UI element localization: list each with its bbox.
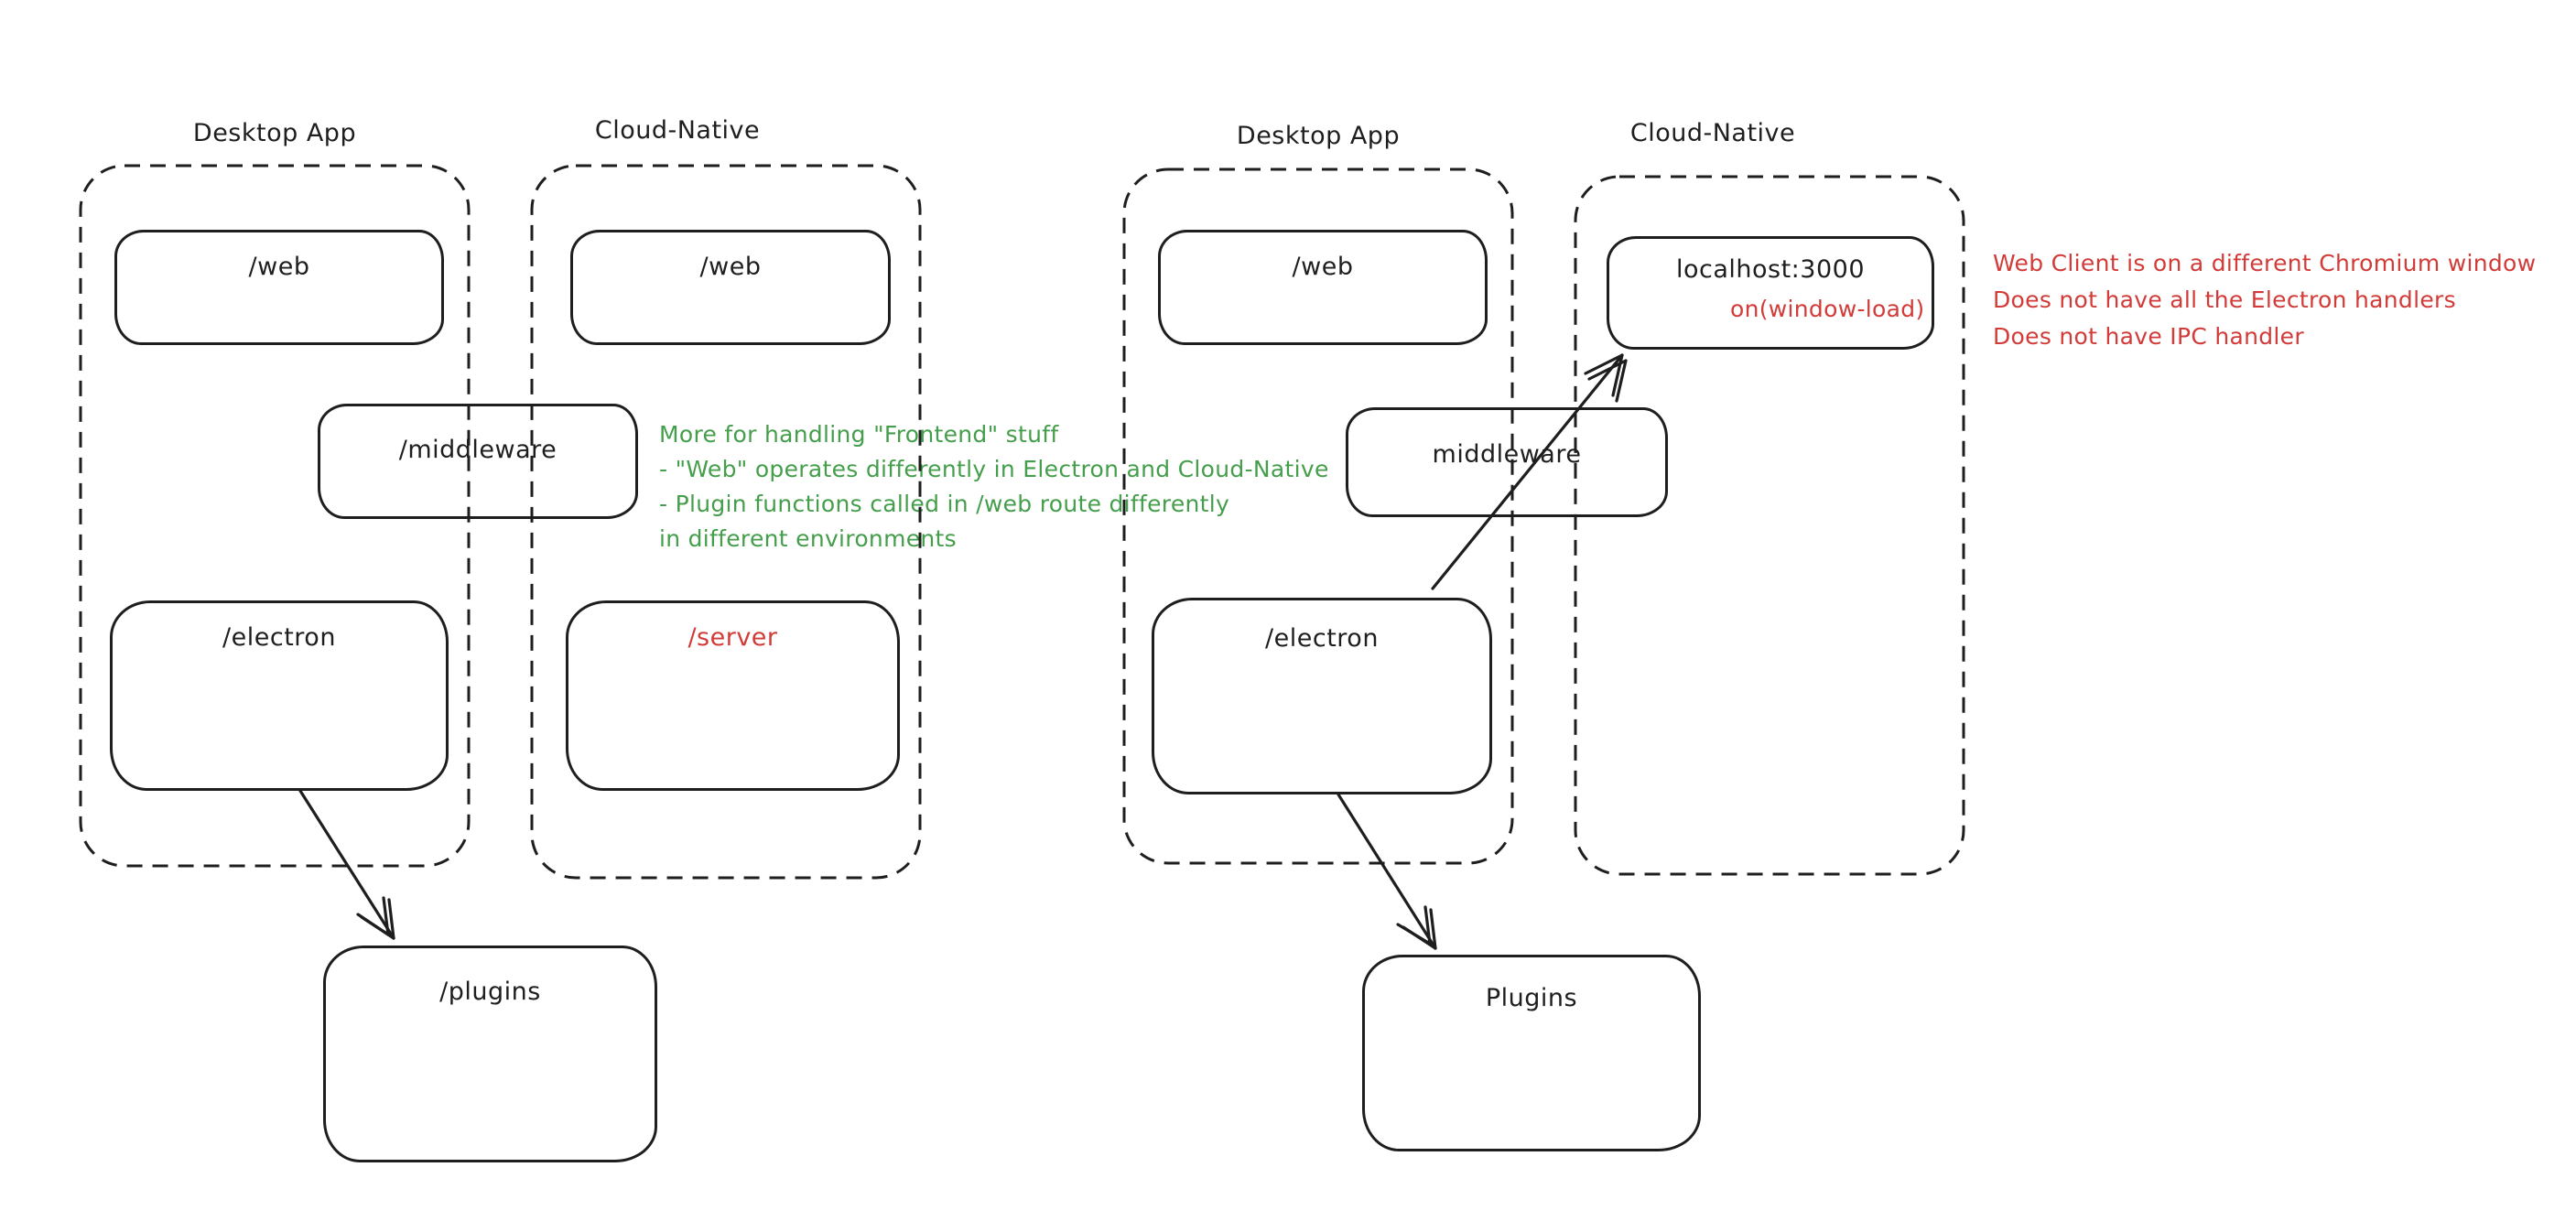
box-label-localhost: localhost:3000 <box>1675 255 1865 284</box>
arrow-electron-to-plugins-left <box>298 789 395 940</box>
green-annotation-line: - Plugin functions called in /web route … <box>659 491 1230 517</box>
left-server-box: /server <box>566 600 900 791</box>
red-annotation-line: Does not have all the Electron handlers <box>1993 286 2456 313</box>
green-annotation: More for handling "Frontend" stuff - "We… <box>659 417 1329 557</box>
box-label-plugins: /plugins <box>439 978 541 1006</box>
left-cloud-web-box: /web <box>570 230 891 345</box>
right-plugins-box: Plugins <box>1362 955 1701 1151</box>
box-label-web: /web <box>1292 253 1354 281</box>
box-label-server: /server <box>687 623 778 652</box>
right-localhost-box: localhost:3000 on(window-load) <box>1607 236 1934 350</box>
right-electron-box: /electron <box>1152 598 1492 794</box>
red-annotation-line: Web Client is on a different Chromium wi… <box>1993 250 2537 276</box>
left-cloud-title: Cloud-Native <box>594 116 761 145</box>
green-annotation-line: - "Web" operates differently in Electron… <box>659 456 1329 482</box>
box-label-electron: /electron <box>1265 624 1379 653</box>
green-annotation-line: in different environments <box>659 525 957 552</box>
left-electron-box: /electron <box>110 600 449 791</box>
right-cloud-title: Cloud-Native <box>1629 119 1796 147</box>
box-label-middleware: middleware <box>1432 440 1582 469</box>
left-middleware-box: /middleware <box>318 404 638 519</box>
box-label-middleware: /middleware <box>398 436 557 464</box>
arrow-electron-to-plugins-right <box>1337 793 1437 950</box>
green-annotation-line: More for handling "Frontend" stuff <box>659 421 1059 448</box>
right-middleware-box: middleware <box>1346 407 1668 517</box>
box-label-plugins: Plugins <box>1485 984 1578 1012</box>
left-desktop-web-box: /web <box>114 230 444 345</box>
right-desktop-web-box: /web <box>1158 230 1488 345</box>
left-plugins-box: /plugins <box>323 946 657 1162</box>
box-label-on-window-load: on(window-load) <box>1730 296 1925 322</box>
left-desktop-title: Desktop App <box>192 119 357 147</box>
box-label-web: /web <box>248 253 310 281</box>
red-annotation: Web Client is on a different Chromium wi… <box>1993 245 2536 355</box>
box-label-web: /web <box>699 253 762 281</box>
red-annotation-line: Does not have IPC handler <box>1993 323 2304 350</box>
right-desktop-title: Desktop App <box>1236 122 1401 150</box>
box-label-electron: /electron <box>222 623 336 652</box>
